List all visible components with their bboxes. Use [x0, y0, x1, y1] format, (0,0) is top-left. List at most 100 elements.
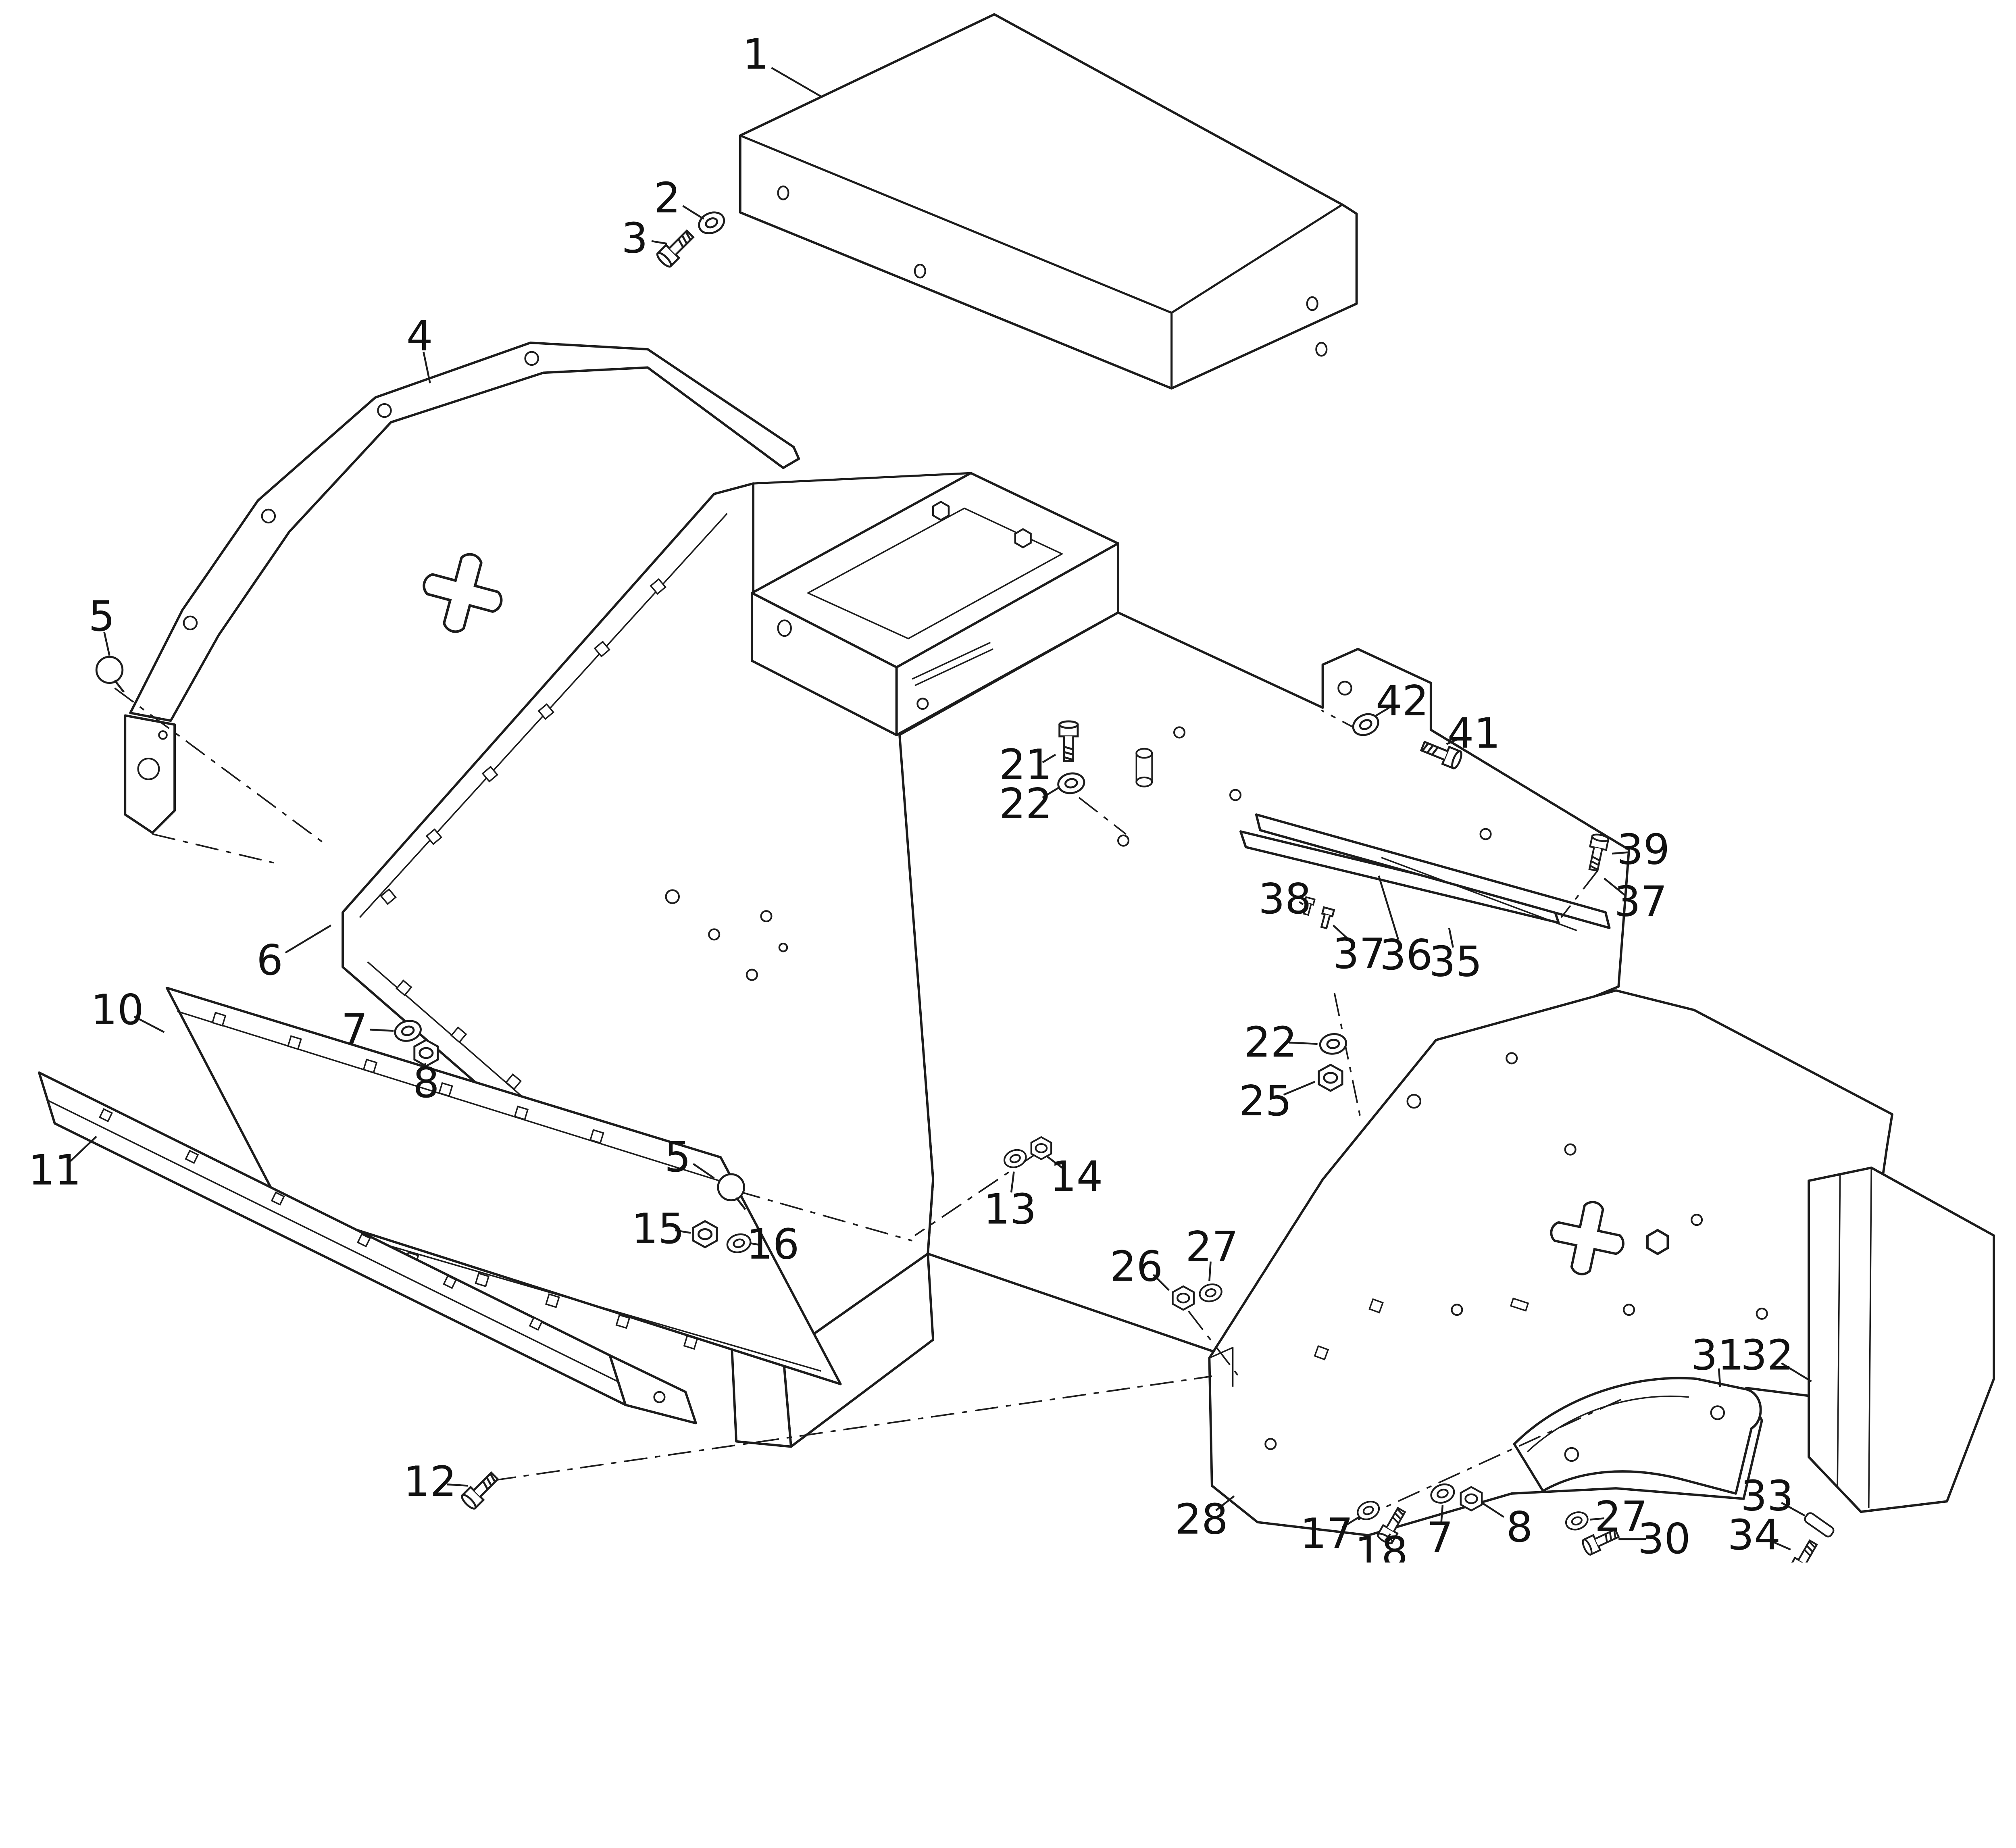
callout-leader-4-3: [423, 352, 431, 383]
callout-label-7-6: 7: [341, 1005, 368, 1054]
callout-leader-6-5: [285, 924, 332, 954]
callout-leader-5-4: [103, 632, 110, 656]
callout-leader-22-21: [1289, 1042, 1318, 1045]
fasteners: [96, 208, 1835, 1563]
callout-label-21-19: 21: [999, 741, 1052, 789]
callout-label-8-18: 8: [1506, 1503, 1533, 1552]
part-6-deck-weldment: [342, 472, 1630, 1448]
callout-label-7-17: 7: [1427, 1514, 1454, 1562]
callout-leader-37-34: [1332, 925, 1350, 940]
callout-leader-27-25: [1589, 1517, 1604, 1521]
callout-label-34-31: 34: [1728, 1511, 1781, 1559]
callout-label-27-24: 27: [1185, 1223, 1239, 1271]
part-35-36-blades: [1239, 813, 1611, 931]
callout-label-38-35: 38: [1258, 875, 1312, 923]
callout-leader-31-28: [1718, 1368, 1721, 1387]
callout-label-28-26: 28: [1175, 1496, 1228, 1544]
callout-label-8-7: 8: [413, 1059, 439, 1107]
callout-leader-17-15: [1341, 1516, 1360, 1528]
callout-label-11-9: 11: [28, 1146, 81, 1194]
nut-25-icon: [1319, 1065, 1342, 1091]
pin-33-icon: [1804, 1512, 1835, 1538]
callout-leader-35-32: [1448, 927, 1454, 948]
callout-label-12-10: 12: [404, 1458, 457, 1506]
engine-mount-box: [750, 472, 1120, 736]
nut-15-icon: [693, 1221, 716, 1247]
callout-label-22-20: 22: [999, 780, 1052, 828]
callout-leader-2-1: [682, 205, 704, 220]
callout-label-35-32: 35: [1429, 938, 1482, 986]
part-4-support-bracket: [124, 342, 800, 834]
nut-8-right-icon: [1461, 1487, 1482, 1510]
callout-label-1-0: 1: [743, 31, 769, 79]
callout-leader-12-10: [447, 1483, 468, 1487]
callout-label-42-39: 42: [1376, 677, 1429, 725]
box-bolt-head-icon: [1015, 529, 1031, 547]
callout-label-36-33: 36: [1380, 931, 1433, 979]
part-32-end-cover: [1808, 1167, 1995, 1513]
callout-leader-26-23: [1152, 1274, 1170, 1291]
callout-label-25-22: 25: [1239, 1077, 1292, 1125]
callout-label-26-23: 26: [1110, 1243, 1163, 1291]
callout-label-33-30: 33: [1741, 1472, 1794, 1520]
callout-label-3-2: 3: [621, 214, 648, 263]
callout-leader-13-11: [1010, 1171, 1015, 1193]
nut-26-icon: [1173, 1286, 1194, 1310]
callout-leader-32-29: [1781, 1362, 1812, 1382]
callout-label-30-27: 30: [1638, 1515, 1691, 1563]
strip-slot-holes: [99, 1108, 543, 1331]
callout-label-41-38: 41: [1447, 710, 1501, 758]
deck-stud: [1135, 748, 1153, 788]
callout-label-5-40: 5: [664, 1133, 691, 1181]
callout-label-37-34: 37: [1333, 930, 1386, 978]
callout-leader-10-8: [133, 1015, 165, 1033]
callout-leader-1-0: [771, 67, 822, 98]
callout-leader-25-22: [1283, 1081, 1316, 1096]
box-bolt-head-icon: [933, 502, 949, 520]
part-1-top-cover: [739, 13, 1358, 390]
construction-lines: [114, 687, 1627, 1521]
callout-leader-7-6: [370, 1029, 394, 1032]
callout-leader-5-40: [693, 1163, 715, 1179]
callout-leader-39-37: [1612, 851, 1628, 855]
callout-leader-41-38: [1446, 738, 1459, 745]
callout-leader-14-12: [1045, 1155, 1063, 1169]
callout-leader-22-20: [1042, 786, 1060, 798]
callout-leader-36-33: [1378, 875, 1400, 940]
part-11-wear-strip: [38, 1071, 697, 1425]
callout-leader-34-31: [1769, 1540, 1791, 1550]
callout-leader-37-36: [1604, 877, 1626, 896]
callout-leader-16-14: [750, 1242, 759, 1246]
part-31-bracket: [1513, 1377, 1762, 1495]
callout-label-15-13: 15: [631, 1205, 685, 1253]
callout-leader-8-7: [424, 1063, 427, 1069]
callout-label-4-3: 4: [406, 312, 433, 360]
callout-label-17-15: 17: [1300, 1510, 1353, 1558]
callout-leader-21-19: [1042, 754, 1056, 763]
callout-label-31-28: 31: [1691, 1331, 1744, 1379]
callout-leader-33-30: [1781, 1502, 1806, 1517]
callout-label-6-5: 6: [256, 936, 283, 985]
callout-label-27-25: 27: [1595, 1493, 1648, 1541]
callout-leader-11-9: [69, 1135, 97, 1162]
callout-label-14-12: 14: [1050, 1153, 1103, 1201]
callout-label-22-21: 22: [1244, 1019, 1297, 1067]
callout-label-32-29: 32: [1741, 1331, 1794, 1379]
callout-label-13-11: 13: [983, 1185, 1037, 1233]
callout-leader-8-18: [1481, 1502, 1505, 1518]
callout-label-18-16: 18: [1355, 1528, 1408, 1563]
callout-leader-3-2: [651, 240, 668, 245]
callout-label-5-4: 5: [88, 592, 115, 641]
panel-nut-icon: [1647, 1230, 1668, 1254]
callout-leader-18-16: [1384, 1533, 1391, 1541]
exploded-parts-diagram: 1234567810111213141516171878212222252627…: [28, 13, 1995, 1563]
callout-label-16-14: 16: [746, 1221, 800, 1269]
callout-leader-7-17: [1440, 1505, 1444, 1523]
nut-14-icon: [1031, 1137, 1051, 1159]
callout-label-10-8: 10: [91, 986, 144, 1034]
callout-leader-15-13: [675, 1229, 691, 1234]
callout-leader-42-39: [1375, 707, 1390, 717]
callout-leader-38-35: [1299, 901, 1304, 905]
